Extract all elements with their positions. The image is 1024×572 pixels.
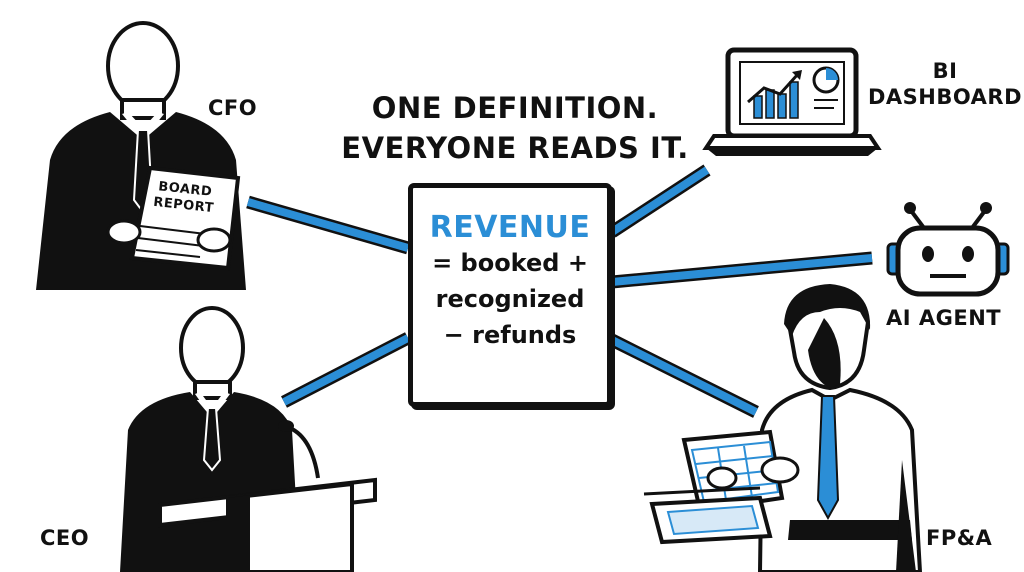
definition-box: REVENUE = booked + recognized − refunds [408, 183, 612, 407]
podium-icon [158, 477, 377, 572]
definition-line-3: − refunds [443, 321, 577, 349]
label-cfo: CFO [208, 96, 258, 120]
label-fpa: FP&A [926, 526, 993, 550]
microphone-icon [278, 420, 320, 479]
fpa-figure [643, 284, 923, 572]
cfo-figure [36, 21, 246, 290]
headline-line-1: ONE DEFINITION. [371, 91, 659, 125]
definition-line-1: = booked + [432, 249, 588, 277]
definition-line-2: recognized [435, 285, 585, 313]
board-report-text: BOARD REPORT [152, 179, 216, 217]
headline-line-2: EVERYONE READS IT. [341, 131, 689, 165]
label-bi-dashboard: BI DASHBOARD [868, 58, 1022, 110]
label-bi-line-2: DASHBOARD [868, 85, 1023, 109]
headline: ONE DEFINITION. EVERYONE READS IT. [330, 88, 700, 168]
label-ceo: CEO [40, 526, 90, 550]
robot-icon [886, 202, 1010, 297]
laptop-chart-icon [702, 47, 882, 156]
label-ai-agent: AI AGENT [886, 306, 1002, 330]
label-bi-line-1: BI [932, 59, 958, 83]
ceo-figure [120, 306, 377, 572]
definition-term: REVENUE [429, 210, 591, 245]
